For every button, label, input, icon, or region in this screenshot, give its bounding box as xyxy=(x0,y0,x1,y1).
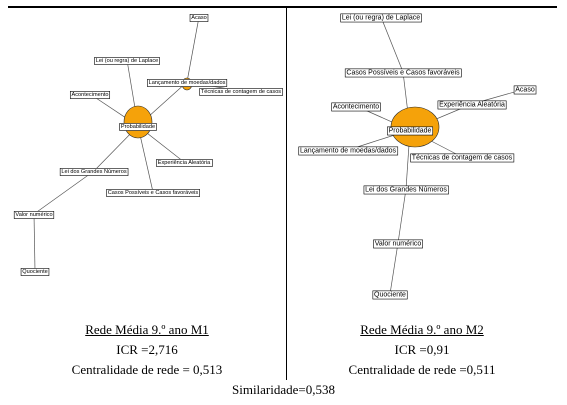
caption-m2: Rede Média 9.º ano M2 ICR =0,91 Centrali… xyxy=(282,322,562,378)
icr-value: ICR =0,91 xyxy=(394,342,450,357)
node-laplace: Lei (ou regra) de Laplace xyxy=(94,57,160,65)
node-label: Técnicas de contagem de casos xyxy=(412,154,513,161)
node-casos: Casos Possíveis e Casos favoráveis xyxy=(106,189,200,197)
edge-grandes-valor xyxy=(396,188,407,244)
node-label: Probabilidade xyxy=(121,124,155,130)
node-label: Lei dos Grandes Números xyxy=(61,169,126,175)
centrality-value: Centralidade de rede = 0,513 xyxy=(71,362,223,377)
edge-grandes-valor xyxy=(33,170,95,215)
node-label: Quociente xyxy=(374,291,406,298)
node-grandes: Lei dos Grandes Números xyxy=(363,185,449,195)
node-label: Quociente xyxy=(22,269,48,275)
node-acaso: Acaso xyxy=(513,85,537,95)
node-box xyxy=(94,57,160,65)
node-box xyxy=(387,126,434,136)
edge-moedas-acaso xyxy=(186,16,201,83)
node-label: Acaso xyxy=(191,15,207,21)
node-label: Experiência Aleatória xyxy=(158,160,211,166)
node-box xyxy=(147,79,228,87)
node-box xyxy=(59,168,129,176)
node-moedas: Lançamento de moedas/dados xyxy=(147,79,228,87)
node-box xyxy=(363,185,449,195)
node-box xyxy=(513,85,537,95)
node-experiencia: Experiência Aleatória xyxy=(156,159,213,167)
node-acontecimento: Acontecimento xyxy=(69,91,111,99)
node-quociente: Quociente xyxy=(372,290,408,300)
node-box xyxy=(331,102,381,112)
node-box xyxy=(340,13,422,23)
node-label: Valor numérico xyxy=(15,212,52,218)
node-label: Probabilidade xyxy=(389,127,432,134)
node-label: Lançamento de moedas/dados xyxy=(149,80,226,86)
node-box xyxy=(344,68,462,78)
node-box xyxy=(106,189,200,197)
node-valor: Valor numérico xyxy=(13,211,55,219)
node-laplace: Lei (ou regra) de Laplace xyxy=(340,13,422,23)
node-box xyxy=(373,239,423,249)
node-box xyxy=(13,211,55,219)
node-tecnicas: Técnicas de contagem de casos xyxy=(199,88,283,96)
node-acaso: Acaso xyxy=(189,14,209,22)
node-box xyxy=(199,88,283,96)
node-box xyxy=(119,123,157,131)
node-label: Casos Possíveis e Casos favoráveis xyxy=(108,190,199,196)
node-box xyxy=(189,14,209,22)
node-box xyxy=(437,100,507,110)
node-tecnicas: Técnicas de contagem de casos xyxy=(410,153,515,163)
node-grandes: Lei dos Grandes Números xyxy=(59,168,129,176)
node-label: Experiência Aleatória xyxy=(439,101,505,108)
node-label: Lei (ou regra) de Laplace xyxy=(96,58,159,64)
node-label: Casos Possíveis e Casos favoráveis xyxy=(346,69,460,76)
edge-valor-quociente xyxy=(388,242,399,295)
network-title: Rede Média 9.º ano M1 xyxy=(85,322,209,337)
node-label: Lei dos Grandes Números xyxy=(365,186,447,193)
node-acontecimento: Acontecimento xyxy=(331,102,381,112)
node-label: Técnicas de contagem de casos xyxy=(201,89,281,95)
node-label: Acontecimento xyxy=(71,92,108,98)
node-valor: Valor numérico xyxy=(373,239,423,249)
node-label: Acontecimento xyxy=(333,103,379,110)
node-box xyxy=(156,159,213,167)
top-rule xyxy=(8,6,557,8)
node-box xyxy=(20,268,50,276)
centrality-value: Centralidade de rede =0,511 xyxy=(348,362,496,377)
node-box xyxy=(69,91,111,99)
node-moedas: Lançamento de moedas/dados xyxy=(298,146,399,156)
edge-casos-laplace xyxy=(380,16,404,73)
edges xyxy=(33,16,242,272)
node-label: Valor numérico xyxy=(375,240,422,247)
node-label: Lançamento de moedas/dados xyxy=(300,147,397,154)
panel-divider xyxy=(286,8,287,380)
edge-valor-quociente xyxy=(33,213,37,272)
node-casos: Casos Possíveis e Casos favoráveis xyxy=(344,68,462,78)
network-title: Rede Média 9.º ano M2 xyxy=(360,322,484,337)
node-label: Lei (ou regra) de Laplace xyxy=(342,14,420,21)
node-label: Acaso xyxy=(515,86,535,93)
node-quociente: Quociente xyxy=(20,268,50,276)
hub-probabilidade-marker xyxy=(123,105,153,139)
node-box xyxy=(372,290,408,300)
similarity-value: Similaridade=0,538 xyxy=(231,382,335,397)
node-experiencia: Experiência Aleatória xyxy=(437,100,507,110)
caption-m1: Rede Média 9.º ano M1 ICR =2,716 Central… xyxy=(7,322,287,378)
node-box xyxy=(298,146,399,156)
node-probabilidade: Probabilidade xyxy=(119,123,157,131)
icr-value: ICR =2,716 xyxy=(116,342,178,357)
node-box xyxy=(410,153,515,163)
node-probabilidade: Probabilidade xyxy=(387,126,434,136)
